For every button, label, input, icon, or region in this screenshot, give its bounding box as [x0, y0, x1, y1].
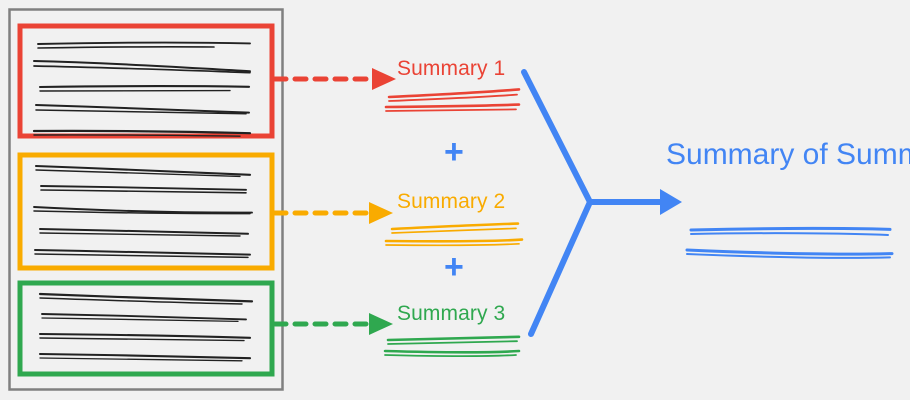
extract-arrow-3 [272, 313, 393, 335]
plus-operator-2: + [444, 248, 464, 286]
source-document-container [8, 8, 284, 391]
merge-arrow [521, 69, 682, 337]
section-green-box[interactable] [17, 280, 275, 377]
section-red-box[interactable] [17, 23, 275, 139]
summary-1-label: Summary 1 [397, 57, 506, 80]
section-orange-box[interactable] [17, 152, 275, 271]
plus-operator-1: + [444, 133, 464, 171]
extract-arrow-2 [272, 202, 393, 224]
summary-of-summaries-underlines [685, 227, 894, 259]
section-orange-text-lines [33, 164, 253, 259]
summary-of-summaries-label: Summary of Summaries [666, 138, 910, 171]
summary-3-underlines [383, 335, 521, 357]
section-red-text-lines [32, 41, 252, 137]
summary-3-label: Summary 3 [397, 302, 506, 325]
section-green-text-lines [38, 292, 254, 362]
summary-1-underlines [384, 88, 521, 112]
extract-arrow-1 [272, 68, 396, 90]
summary-2-underlines [384, 222, 524, 247]
summary-2-label: Summary 2 [397, 190, 506, 213]
